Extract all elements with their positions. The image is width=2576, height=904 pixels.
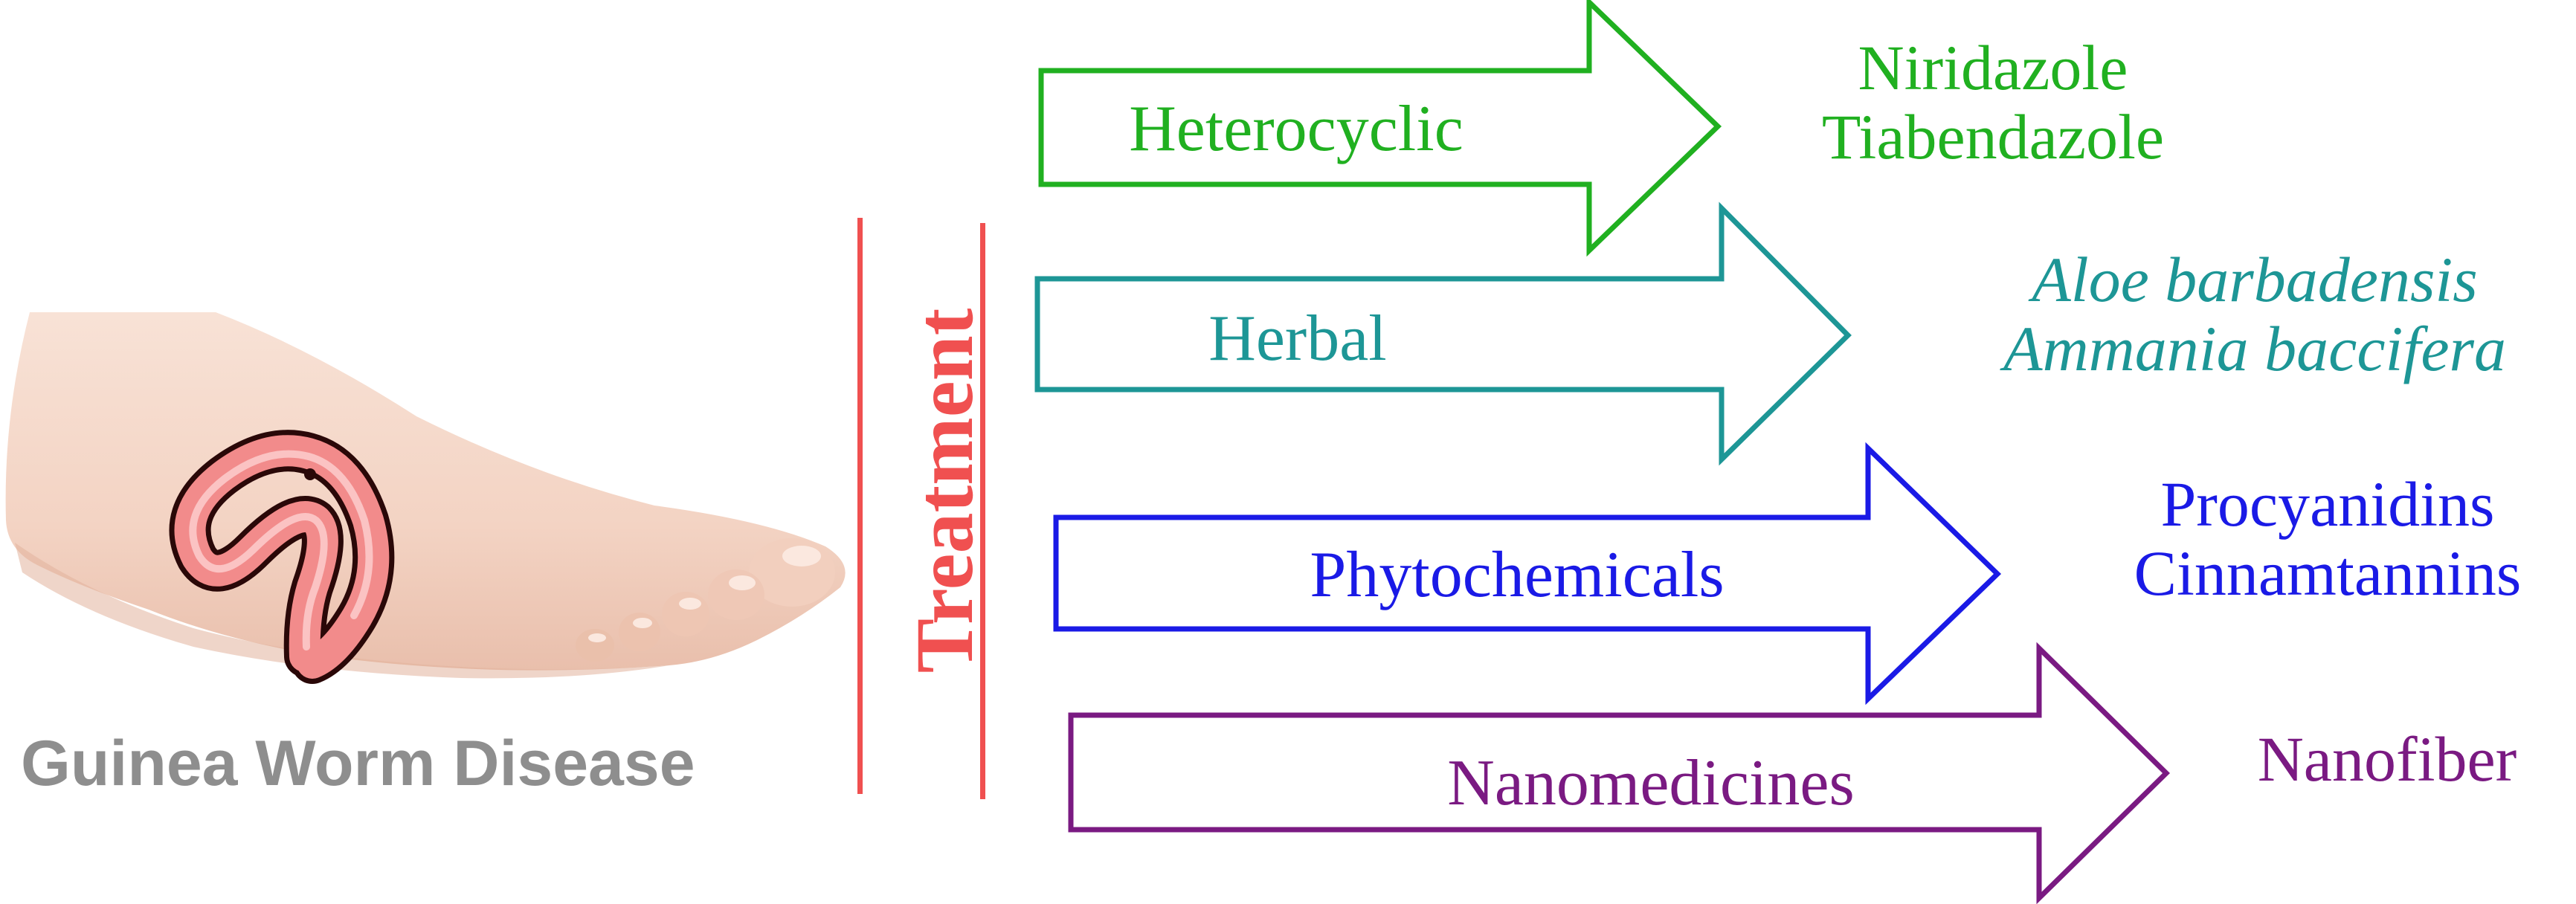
- arrow-nanomedicines: [1068, 642, 2170, 904]
- arrow-herbal: [1034, 201, 1852, 466]
- treatment-line-right: [980, 223, 985, 799]
- category-nanomedicines: Nanomedicines: [1447, 747, 1855, 819]
- results-heterocyclic: Niridazole Tiabendazole: [1822, 33, 2164, 172]
- results-nanomedicines: Nanofiber: [2258, 725, 2517, 794]
- result-aloe-barbadensis: Aloe barbadensis: [2032, 244, 2478, 315]
- result-procyanidins: Procyanidins: [2160, 468, 2495, 540]
- treatment-line-left: [857, 218, 863, 794]
- result-nanofiber: Nanofiber: [2257, 723, 2517, 795]
- guinea-worm-icon: [169, 430, 395, 684]
- result-niridazole: Niridazole: [1858, 32, 2128, 103]
- category-heterocyclic: Heterocyclic: [1129, 93, 1464, 165]
- results-phytochemicals: Procyanidins Cinnamtannins: [2134, 470, 2522, 608]
- arrow-heterocyclic: [1038, 0, 1722, 257]
- result-ammania-baccifera: Ammania baccifera: [2003, 312, 2506, 384]
- category-phytochemicals: Phytochemicals: [1310, 539, 1725, 611]
- result-tiabendazole: Tiabendazole: [1821, 100, 2165, 172]
- disease-title: Guinea Worm Disease: [21, 728, 695, 799]
- results-herbal: Aloe barbadensis Ammania baccifera: [2003, 245, 2506, 384]
- arrow-phytochemicals: [1053, 442, 2002, 706]
- toes: [576, 538, 835, 662]
- result-cinnamtannins: Cinnamtannins: [2134, 537, 2522, 609]
- category-herbal: Herbal: [1208, 303, 1387, 375]
